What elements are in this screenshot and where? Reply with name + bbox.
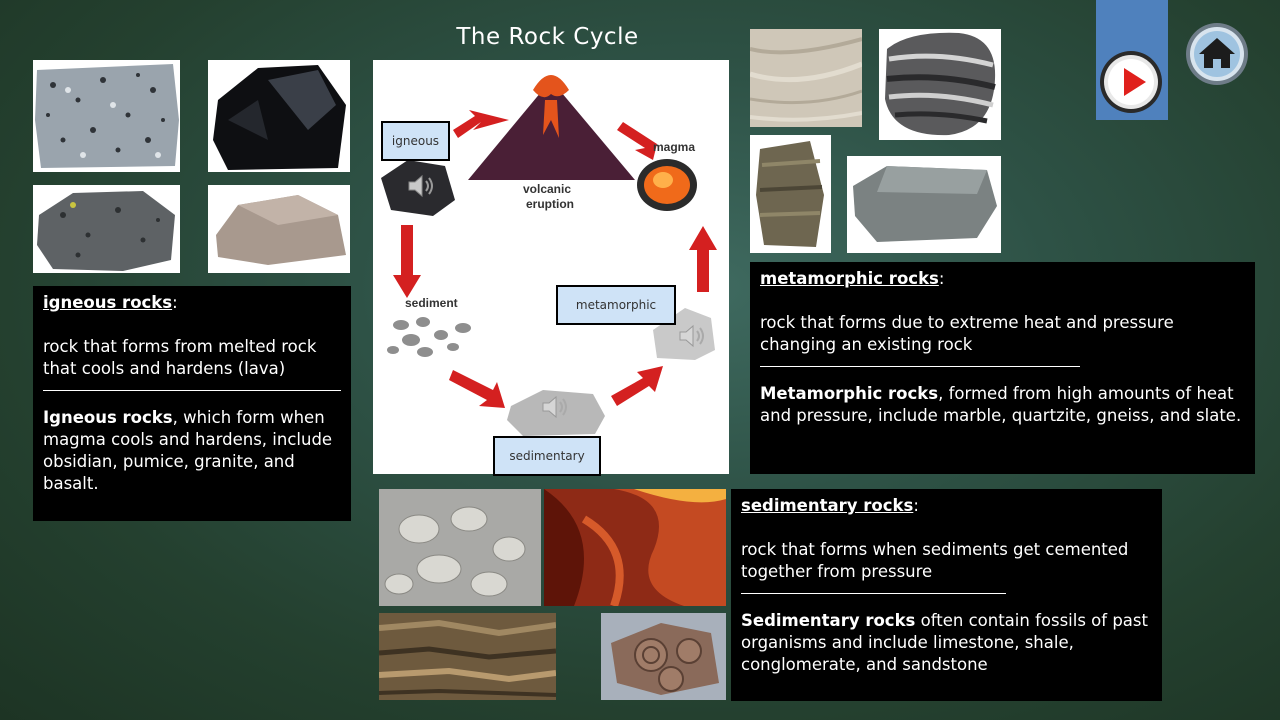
schist-photo xyxy=(750,135,831,253)
igneous-definition: rock that forms from melted rock that co… xyxy=(43,337,317,378)
sandstone-canyon-photo xyxy=(544,489,726,606)
slide-title: The Rock Cycle xyxy=(456,24,639,50)
home-icon xyxy=(1186,23,1248,85)
metamorphic-definition: rock that forms due to extreme heat and … xyxy=(760,313,1174,354)
caption-eruption: eruption xyxy=(526,197,574,211)
igneous-description: , which form when magma cools and harden… xyxy=(43,408,333,493)
sedimentary-divider xyxy=(741,593,1006,594)
metamorphic-speaker-icon[interactable] xyxy=(678,322,708,350)
igneous-speaker-icon[interactable] xyxy=(407,172,437,200)
sedimentary-description: often contain fossils of past organisms … xyxy=(741,611,1148,674)
play-icon xyxy=(1100,51,1162,113)
metamorphic-description: , formed from high amounts of heat and p… xyxy=(760,384,1242,425)
slate-photo xyxy=(847,156,1001,253)
igneous-bold-term: Igneous rocks xyxy=(43,408,173,427)
ammonite-fossil-photo xyxy=(601,613,726,700)
granite-photo xyxy=(33,60,180,172)
caption-volcanic: volcanic xyxy=(523,182,572,196)
caption-magma: magma xyxy=(653,140,696,154)
sedimentary-definition: rock that forms when sediments get cemen… xyxy=(741,540,1129,581)
metamorphic-colon: : xyxy=(938,269,945,288)
sedimentary-colon: : xyxy=(913,496,919,515)
home-button[interactable] xyxy=(1185,22,1249,86)
sedimentary-speaker-icon[interactable] xyxy=(541,393,571,421)
play-button[interactable] xyxy=(1099,50,1163,114)
igneous-heading: igneous rocks xyxy=(43,293,173,312)
igneous-colon: : xyxy=(172,293,178,312)
metamorphic-info-box: metamorphic rocks: rock that forms due t… xyxy=(750,262,1255,474)
fossil-limestone-photo xyxy=(379,489,541,606)
marble-photo xyxy=(750,29,862,127)
igneous-divider xyxy=(43,390,341,391)
sedimentary-heading: sedimentary rocks xyxy=(741,496,914,515)
label-igneous[interactable]: igneous xyxy=(381,121,450,161)
sedimentary-bold-term: Sedimentary rocks xyxy=(741,611,916,630)
shale-photo xyxy=(379,613,556,700)
sedimentary-info-box: sedimentary rocks: rock that forms when … xyxy=(731,489,1162,701)
metamorphic-divider xyxy=(760,366,1080,367)
igneous-info-box: igneous rocks: rock that forms from melt… xyxy=(33,286,351,521)
pumice-photo xyxy=(33,185,180,273)
volcano-shape xyxy=(468,80,635,180)
gneiss-photo xyxy=(879,29,1001,140)
metamorphic-bold-term: Metamorphic rocks xyxy=(760,384,939,403)
basalt-photo xyxy=(208,185,350,273)
caption-sediment: sediment xyxy=(405,296,458,310)
label-metamorphic[interactable]: metamorphic xyxy=(556,285,676,325)
label-sedimentary[interactable]: sedimentary xyxy=(493,436,601,476)
metamorphic-heading: metamorphic rocks xyxy=(760,269,939,288)
obsidian-photo xyxy=(208,60,350,172)
